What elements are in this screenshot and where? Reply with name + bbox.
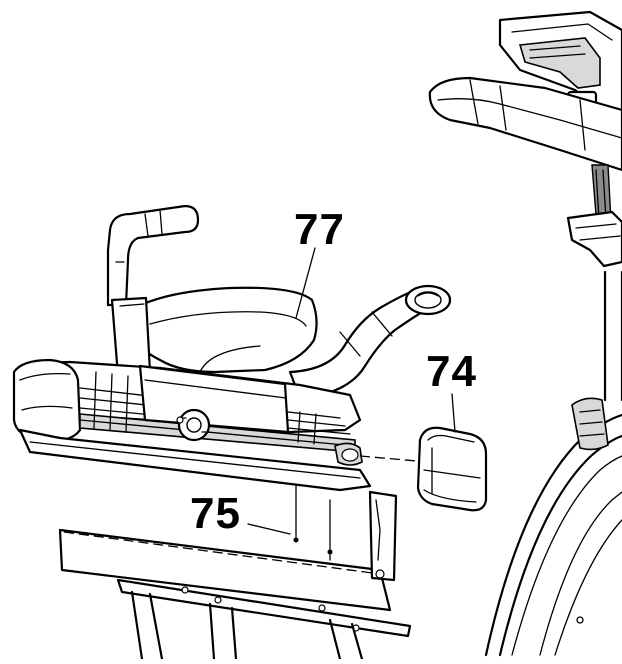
leader-line-75	[247, 523, 291, 535]
leader-line-77	[295, 247, 316, 319]
seat-backrest-77	[106, 204, 452, 400]
upper-handlebar	[428, 76, 622, 172]
lower-rail-bracket	[58, 485, 412, 661]
callout-74: 74	[426, 347, 477, 396]
frame-column	[566, 164, 622, 402]
leader-line-74	[451, 393, 456, 433]
flywheel-housing	[484, 397, 622, 657]
callout-75: 75	[190, 489, 241, 538]
rail-end-cap-74	[416, 426, 488, 512]
seat-rail-carriage-75	[12, 358, 429, 492]
callout-77: 77	[294, 205, 345, 254]
